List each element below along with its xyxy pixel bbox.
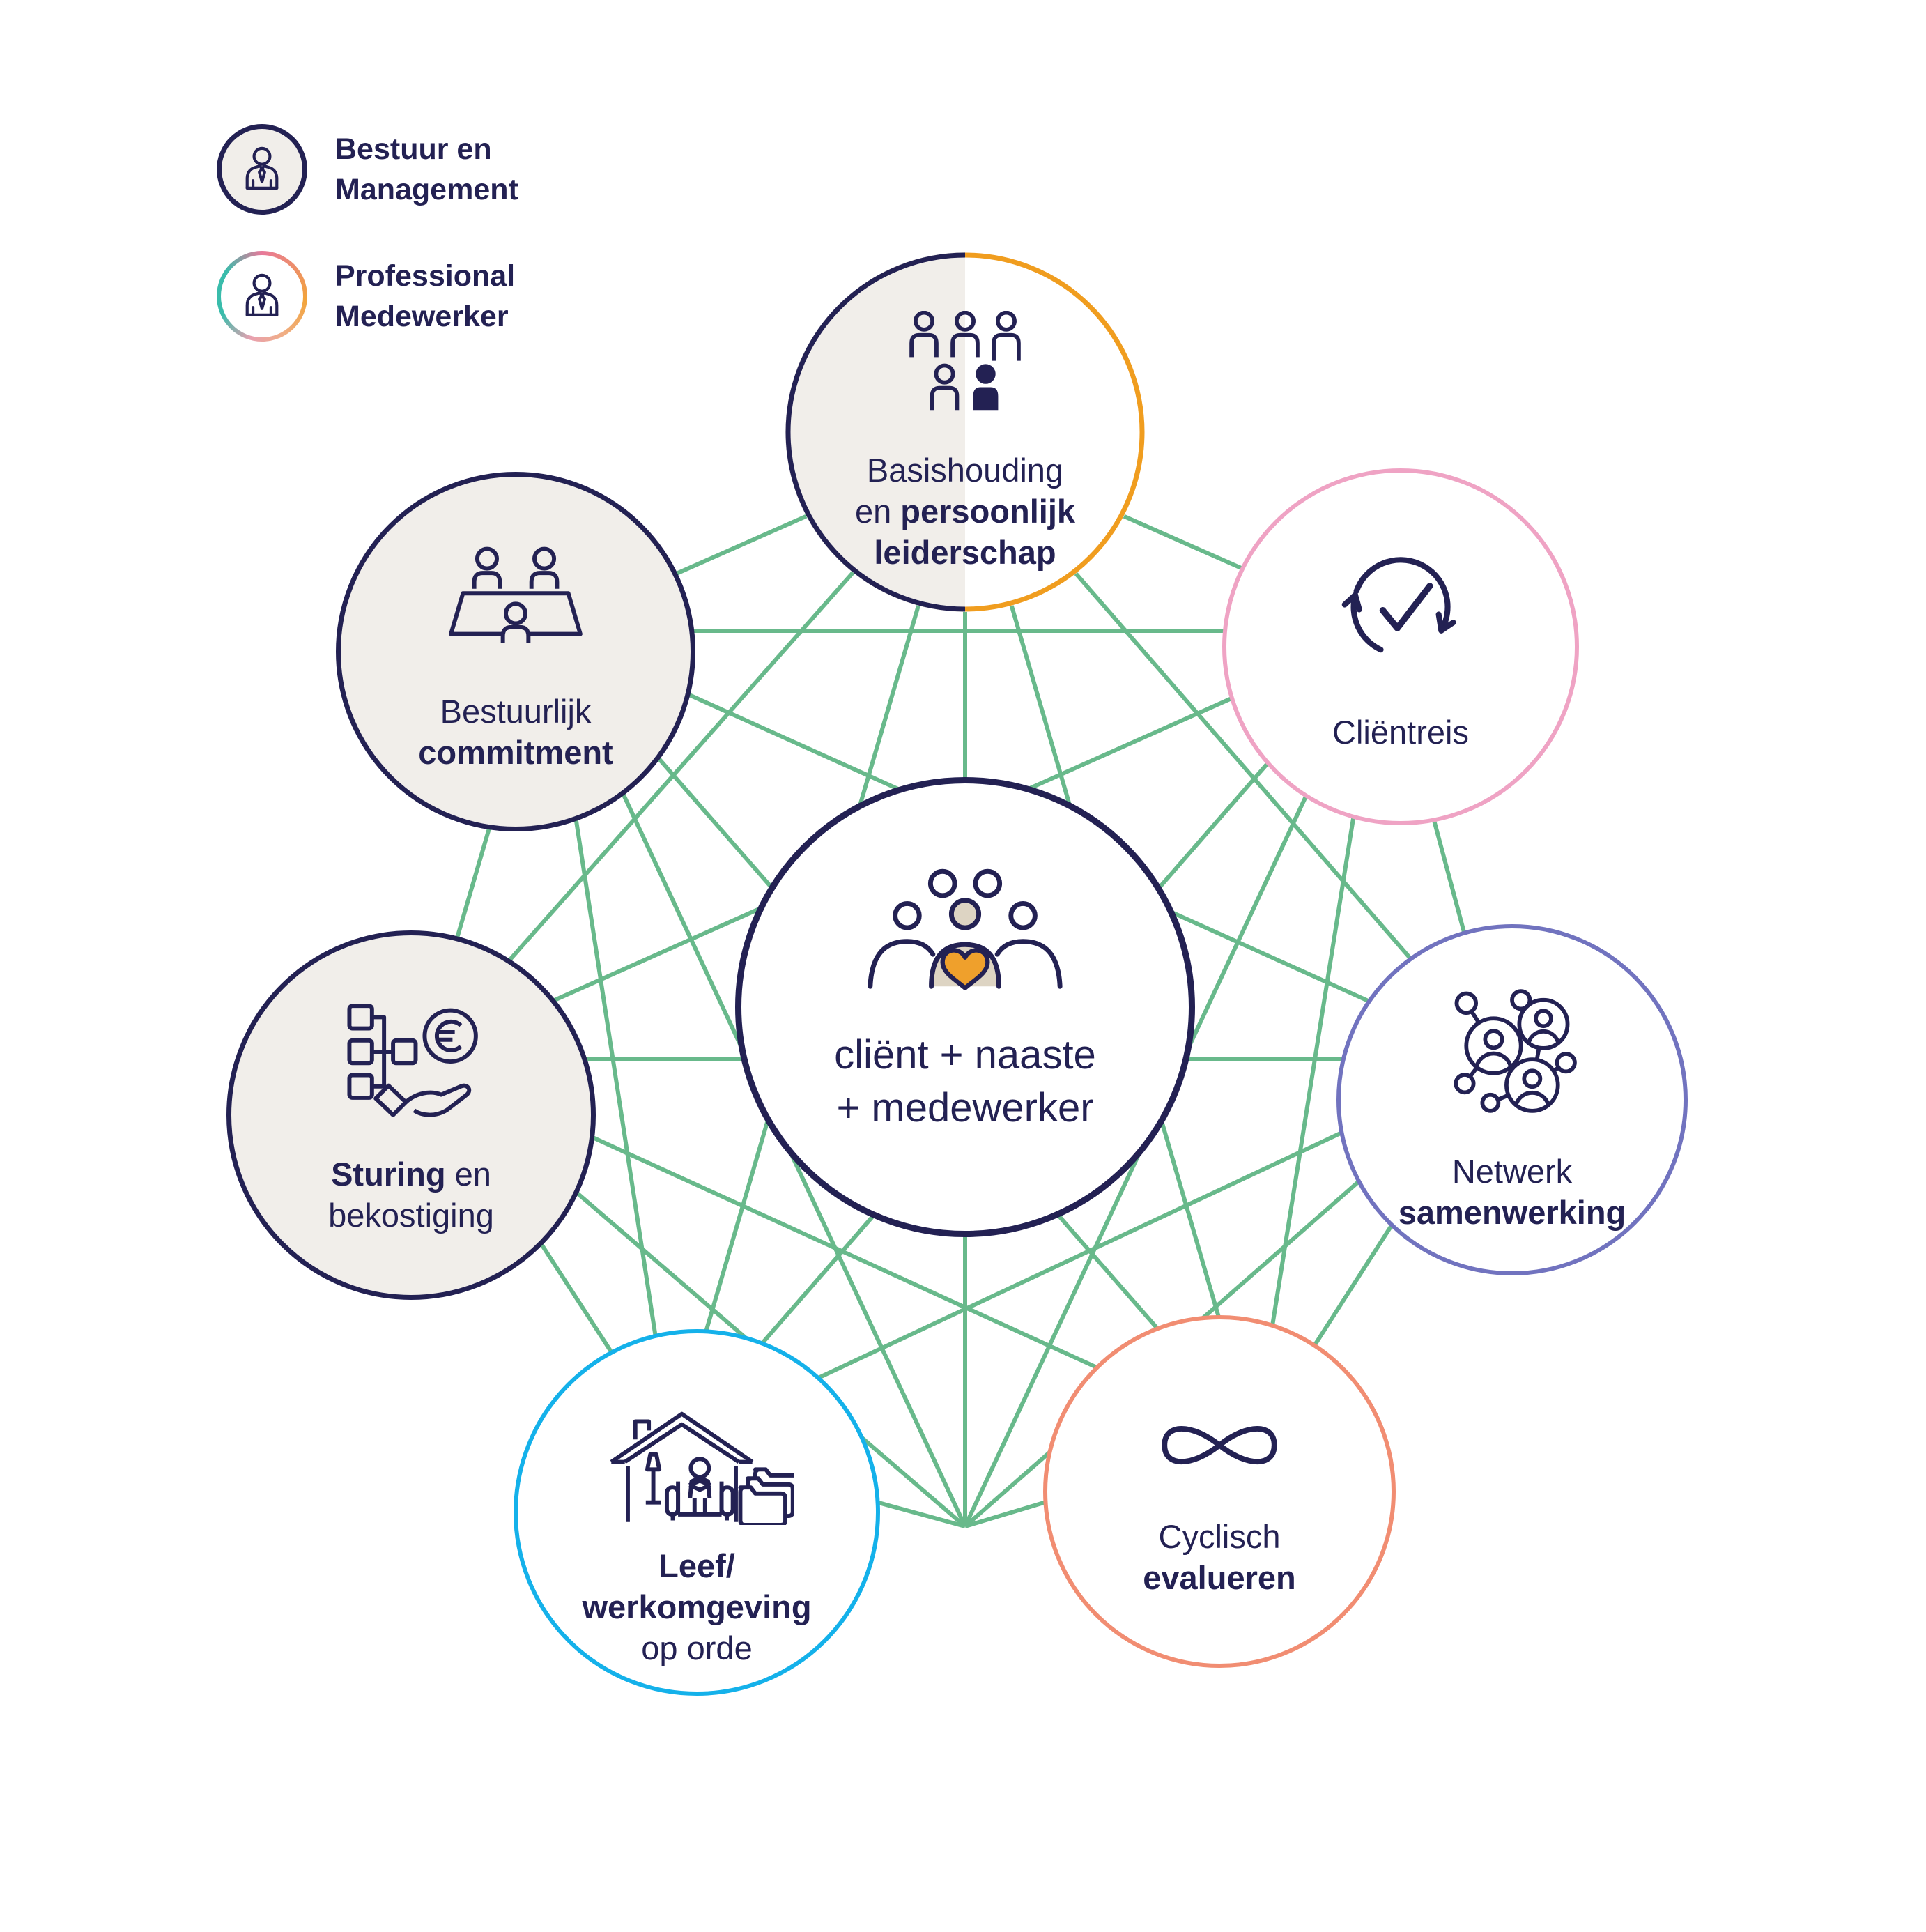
split-ring: [785, 252, 1145, 612]
node-label: Cyclisch evalueren: [1143, 1518, 1296, 1596]
manager-person-tie-icon: [236, 141, 288, 198]
house-living-icon: [599, 1397, 803, 1528]
professional-person-tie-icon: [236, 268, 288, 325]
infinity-icon: [1146, 1409, 1293, 1485]
node-label: cliënt + naaste + medewerker: [834, 1032, 1096, 1130]
node-label: Basishouding en persoonlijk leiderschap: [854, 452, 1076, 571]
orgchart-euro-hand-icon: [336, 997, 486, 1128]
legend-label-professional: Professional Medewerker: [335, 259, 516, 333]
node-label: Sturing en bekostiging: [328, 1156, 494, 1234]
legend-label-bestuur: Bestuur en Management: [335, 132, 518, 206]
network-people-icon: [1444, 986, 1580, 1126]
node-label: Leef/ werkomgeving op orde: [582, 1547, 812, 1666]
meeting-table-icon: [440, 544, 591, 660]
bestuur-management-badge: [217, 124, 307, 215]
people-group-icon: [899, 310, 1031, 424]
node-basishouding-leiderschap: Basishouding en persoonlijk leiderschap: [785, 252, 1145, 612]
node-label: Cliëntreis: [1332, 714, 1469, 751]
node-cyclisch-evalueren: Cyclisch evalueren: [1043, 1315, 1396, 1668]
node-leefwerkomgeving: Leef/ werkomgeving op orde: [514, 1329, 880, 1696]
legend-item-professional: Professional Medewerker: [217, 251, 515, 342]
node-clientreis: Cliëntreis: [1222, 468, 1579, 825]
professional-medewerker-badge: [217, 251, 307, 342]
node-client-naaste-medewerker: cliënt + naaste + medewerker: [735, 777, 1195, 1237]
cycle-check-icon: [1336, 542, 1465, 675]
legend-item-bestuur: Bestuur en Management: [217, 124, 518, 215]
node-sturing-bekostiging: Sturing en bekostiging: [226, 930, 596, 1300]
node-netwerk-samenwerking: Netwerk samenwerking: [1336, 924, 1688, 1275]
node-label: Bestuurlijk commitment: [418, 693, 613, 771]
community-heart-icon: [861, 866, 1070, 998]
node-label: Netwerk samenwerking: [1398, 1153, 1626, 1231]
node-bestuurlijk-commitment: Bestuurlijk commitment: [336, 472, 695, 831]
